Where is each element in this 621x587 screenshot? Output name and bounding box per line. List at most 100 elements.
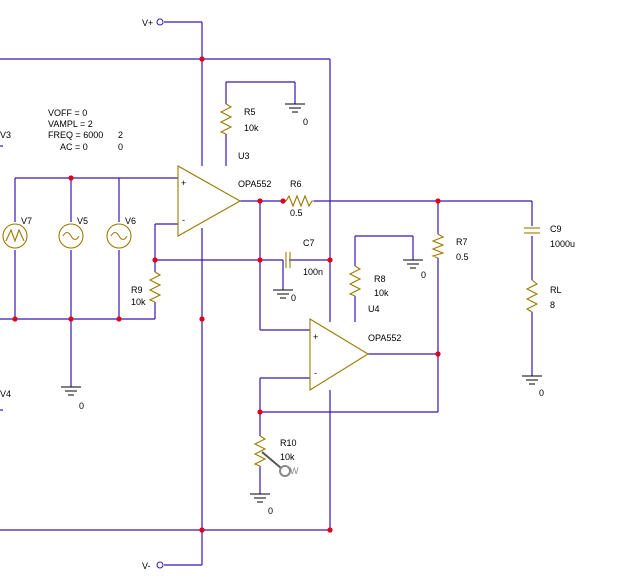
u4-ref: U4 — [368, 304, 380, 314]
ground-r8: 0 — [403, 259, 426, 280]
rail-terminals: V+ V- — [142, 18, 164, 571]
u4-plus-pin: + — [313, 332, 318, 342]
resistor-zigzag-icon — [219, 103, 233, 135]
resistor-zigzag-icon — [253, 435, 267, 467]
rl-value: 8 — [550, 300, 555, 310]
opamp-u3: + - U3 OPA552 — [177, 151, 271, 237]
c7-ref: C7 — [303, 238, 315, 248]
sine-wave-icon — [62, 231, 80, 241]
source-v6: V6 — [106, 216, 136, 249]
potentiometer-wiper-line — [261, 451, 282, 469]
wiper-circle-icon[interactable] — [279, 465, 291, 477]
junction-dot — [68, 175, 74, 181]
u3-minus-pin: - — [182, 215, 185, 225]
resistor-r8: R8 10k — [348, 265, 389, 298]
source-v6-label: V6 — [125, 216, 136, 226]
junction-dot — [257, 198, 263, 204]
param-freq: FREQ = 6000 — [48, 130, 103, 140]
resistor-r6: R6 0.5 — [285, 179, 314, 218]
ground-label: 0 — [303, 117, 308, 127]
junction-dot — [116, 316, 122, 322]
capacitor-c9: C9 1000u — [524, 224, 575, 249]
junction-dot — [199, 316, 205, 322]
resistor-r5: R5 10k — [219, 103, 259, 135]
resistor-zigzag-icon — [285, 194, 314, 208]
r8-ref: R8 — [374, 274, 386, 284]
u4-minus-pin: - — [314, 368, 317, 378]
junction-dot — [152, 257, 158, 263]
ground-label: 0 — [268, 506, 273, 516]
opamp-u4: + - U4 OPA552 — [309, 304, 401, 391]
r8-value: 10k — [374, 288, 389, 298]
resistor-r9: R9 10k — [131, 271, 162, 307]
source-v7-label: V7 — [21, 216, 32, 226]
c9-value: 1000u — [550, 239, 575, 249]
triangle-wave-icon — [5, 228, 25, 243]
junction-nodes — [12, 56, 441, 533]
r9-ref: R9 — [131, 285, 143, 295]
param-ac-extra: 0 — [118, 142, 123, 152]
source-v4-label: V4 — [0, 389, 11, 399]
source-v7: V7 — [2, 216, 32, 249]
junction-dot — [68, 316, 74, 322]
sine-source-icon — [106, 223, 132, 249]
resistor-r10: W R10 10k — [253, 435, 299, 477]
junction-dot — [435, 198, 441, 204]
r7-ref: R7 — [456, 237, 468, 247]
junction-dot — [327, 527, 333, 533]
r5-ref: R5 — [244, 107, 256, 117]
sine-source-icon — [58, 223, 84, 249]
u4-model: OPA552 — [368, 333, 401, 343]
junction-dot — [199, 527, 205, 533]
resistor-zigzag-icon — [431, 233, 445, 259]
sine-wave-icon — [110, 231, 128, 241]
ground-label: 0 — [79, 401, 84, 411]
vminus-terminal-icon — [156, 561, 164, 569]
vminus-label: V- — [142, 561, 151, 571]
triangle-source-icon — [2, 223, 28, 249]
resistor-zigzag-icon — [525, 279, 539, 313]
param-freq-extra: 2 — [118, 130, 123, 140]
ground-label: 0 — [421, 270, 426, 280]
ground-v5: 0 — [61, 386, 84, 411]
resistor-r7: R7 0.5 — [431, 233, 469, 262]
junction-dot — [257, 409, 263, 415]
c9-ref: C9 — [550, 224, 562, 234]
ground-label: 0 — [539, 388, 544, 398]
junction-dot — [199, 56, 205, 62]
r9-value: 10k — [131, 297, 146, 307]
junction-dot — [435, 351, 441, 357]
junction-dot — [280, 198, 286, 204]
u3-plus-pin: + — [181, 178, 186, 188]
source-v3-label: V3 — [0, 130, 11, 140]
r10-ref: R10 — [280, 438, 297, 448]
r10-value: 10k — [280, 452, 295, 462]
param-vampl: VAMPL = 2 — [48, 119, 93, 129]
r6-value: 0.5 — [290, 208, 303, 218]
resistor-rl: RL 8 — [525, 279, 562, 313]
opamp-triangle-icon — [177, 165, 242, 237]
resistor-zigzag-icon — [148, 271, 162, 303]
param-voff: VOFF = 0 — [48, 108, 87, 118]
ground-r5: 0 — [285, 103, 308, 127]
rl-ref: RL — [550, 285, 562, 295]
param-ac: AC = 0 — [60, 142, 88, 152]
r7-value: 0.5 — [456, 252, 469, 262]
u3-model: OPA552 — [238, 179, 271, 189]
resistor-zigzag-icon — [348, 265, 362, 297]
ground-c7: 0 — [273, 289, 296, 303]
c7-value: 100n — [303, 267, 323, 277]
junction-dot — [12, 316, 18, 322]
capacitor-c7: C7 100n — [285, 238, 323, 277]
ground-r10: 0 — [250, 493, 273, 516]
junction-dot — [327, 257, 333, 263]
junction-dot — [257, 257, 263, 263]
source-v5: V5 — [58, 216, 88, 249]
source-parameters: VOFF = 0 VAMPL = 2 FREQ = 6000 2 AC = 0 … — [48, 108, 123, 152]
vplus-terminal-icon — [156, 18, 164, 26]
vplus-label: V+ — [142, 18, 153, 28]
ground-rl: 0 — [522, 375, 544, 398]
r5-value: 10k — [244, 123, 259, 133]
